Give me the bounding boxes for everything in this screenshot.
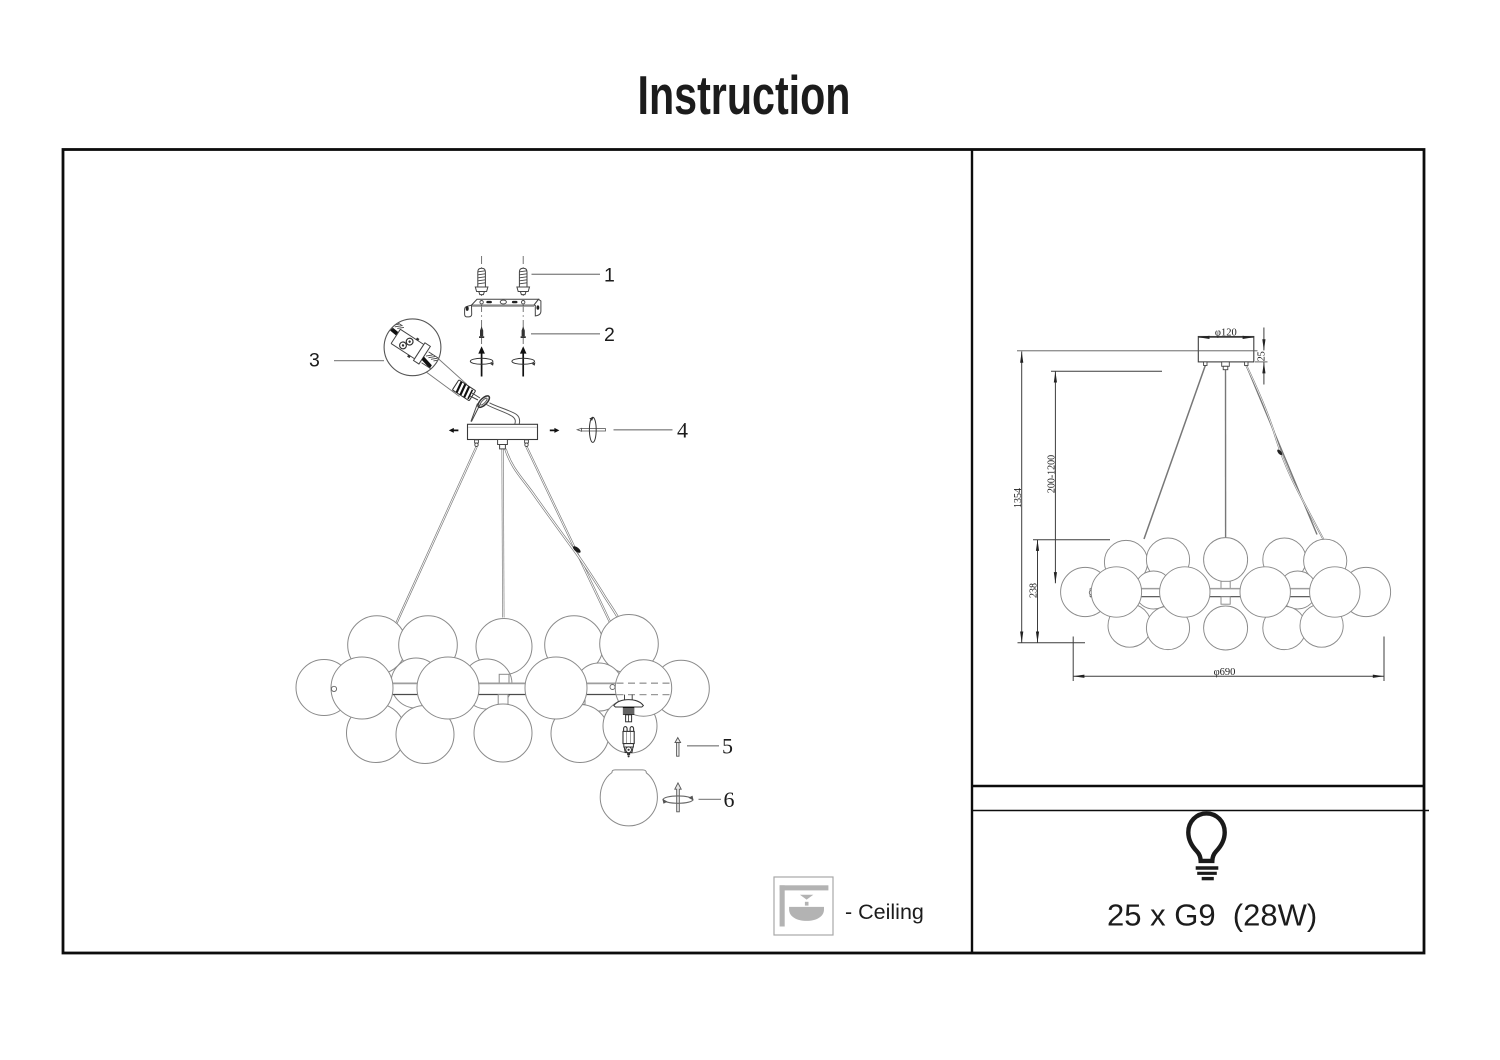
svg-text:3: 3 — [309, 350, 320, 372]
svg-text:200-1200: 200-1200 — [1046, 455, 1057, 493]
svg-text:2: 2 — [604, 324, 615, 346]
svg-text:1: 1 — [604, 265, 615, 287]
svg-text:φ690: φ690 — [1214, 667, 1236, 678]
svg-text:4: 4 — [677, 418, 688, 443]
svg-text:- Ceiling: - Ceiling — [845, 900, 924, 924]
svg-text:φ120: φ120 — [1215, 328, 1237, 339]
svg-text:25: 25 — [1257, 351, 1268, 361]
svg-text:25 x G9 (28W): 25 x G9 (28W) — [1107, 898, 1317, 933]
svg-text:6: 6 — [724, 787, 735, 812]
svg-text:5: 5 — [722, 734, 733, 759]
svg-text:Instruction: Instruction — [638, 64, 851, 126]
svg-text:1354: 1354 — [1013, 488, 1024, 508]
svg-text:238: 238 — [1029, 583, 1040, 598]
